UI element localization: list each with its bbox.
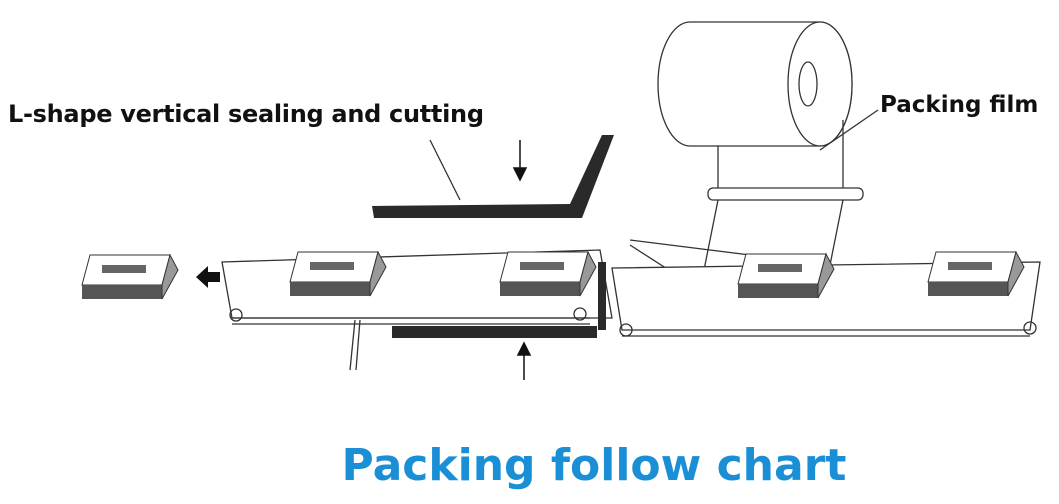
film-roll (629, 21, 879, 291)
output-arrow-icon (196, 266, 220, 288)
diagram-title: Packing follow chart (341, 440, 847, 491)
film-label: Packing film (880, 92, 1039, 118)
sealing-label: L-shape vertical sealing and cutting (8, 100, 484, 128)
products (81, 250, 1025, 300)
lower-sealer (392, 326, 597, 338)
upper-sealer (372, 135, 614, 218)
